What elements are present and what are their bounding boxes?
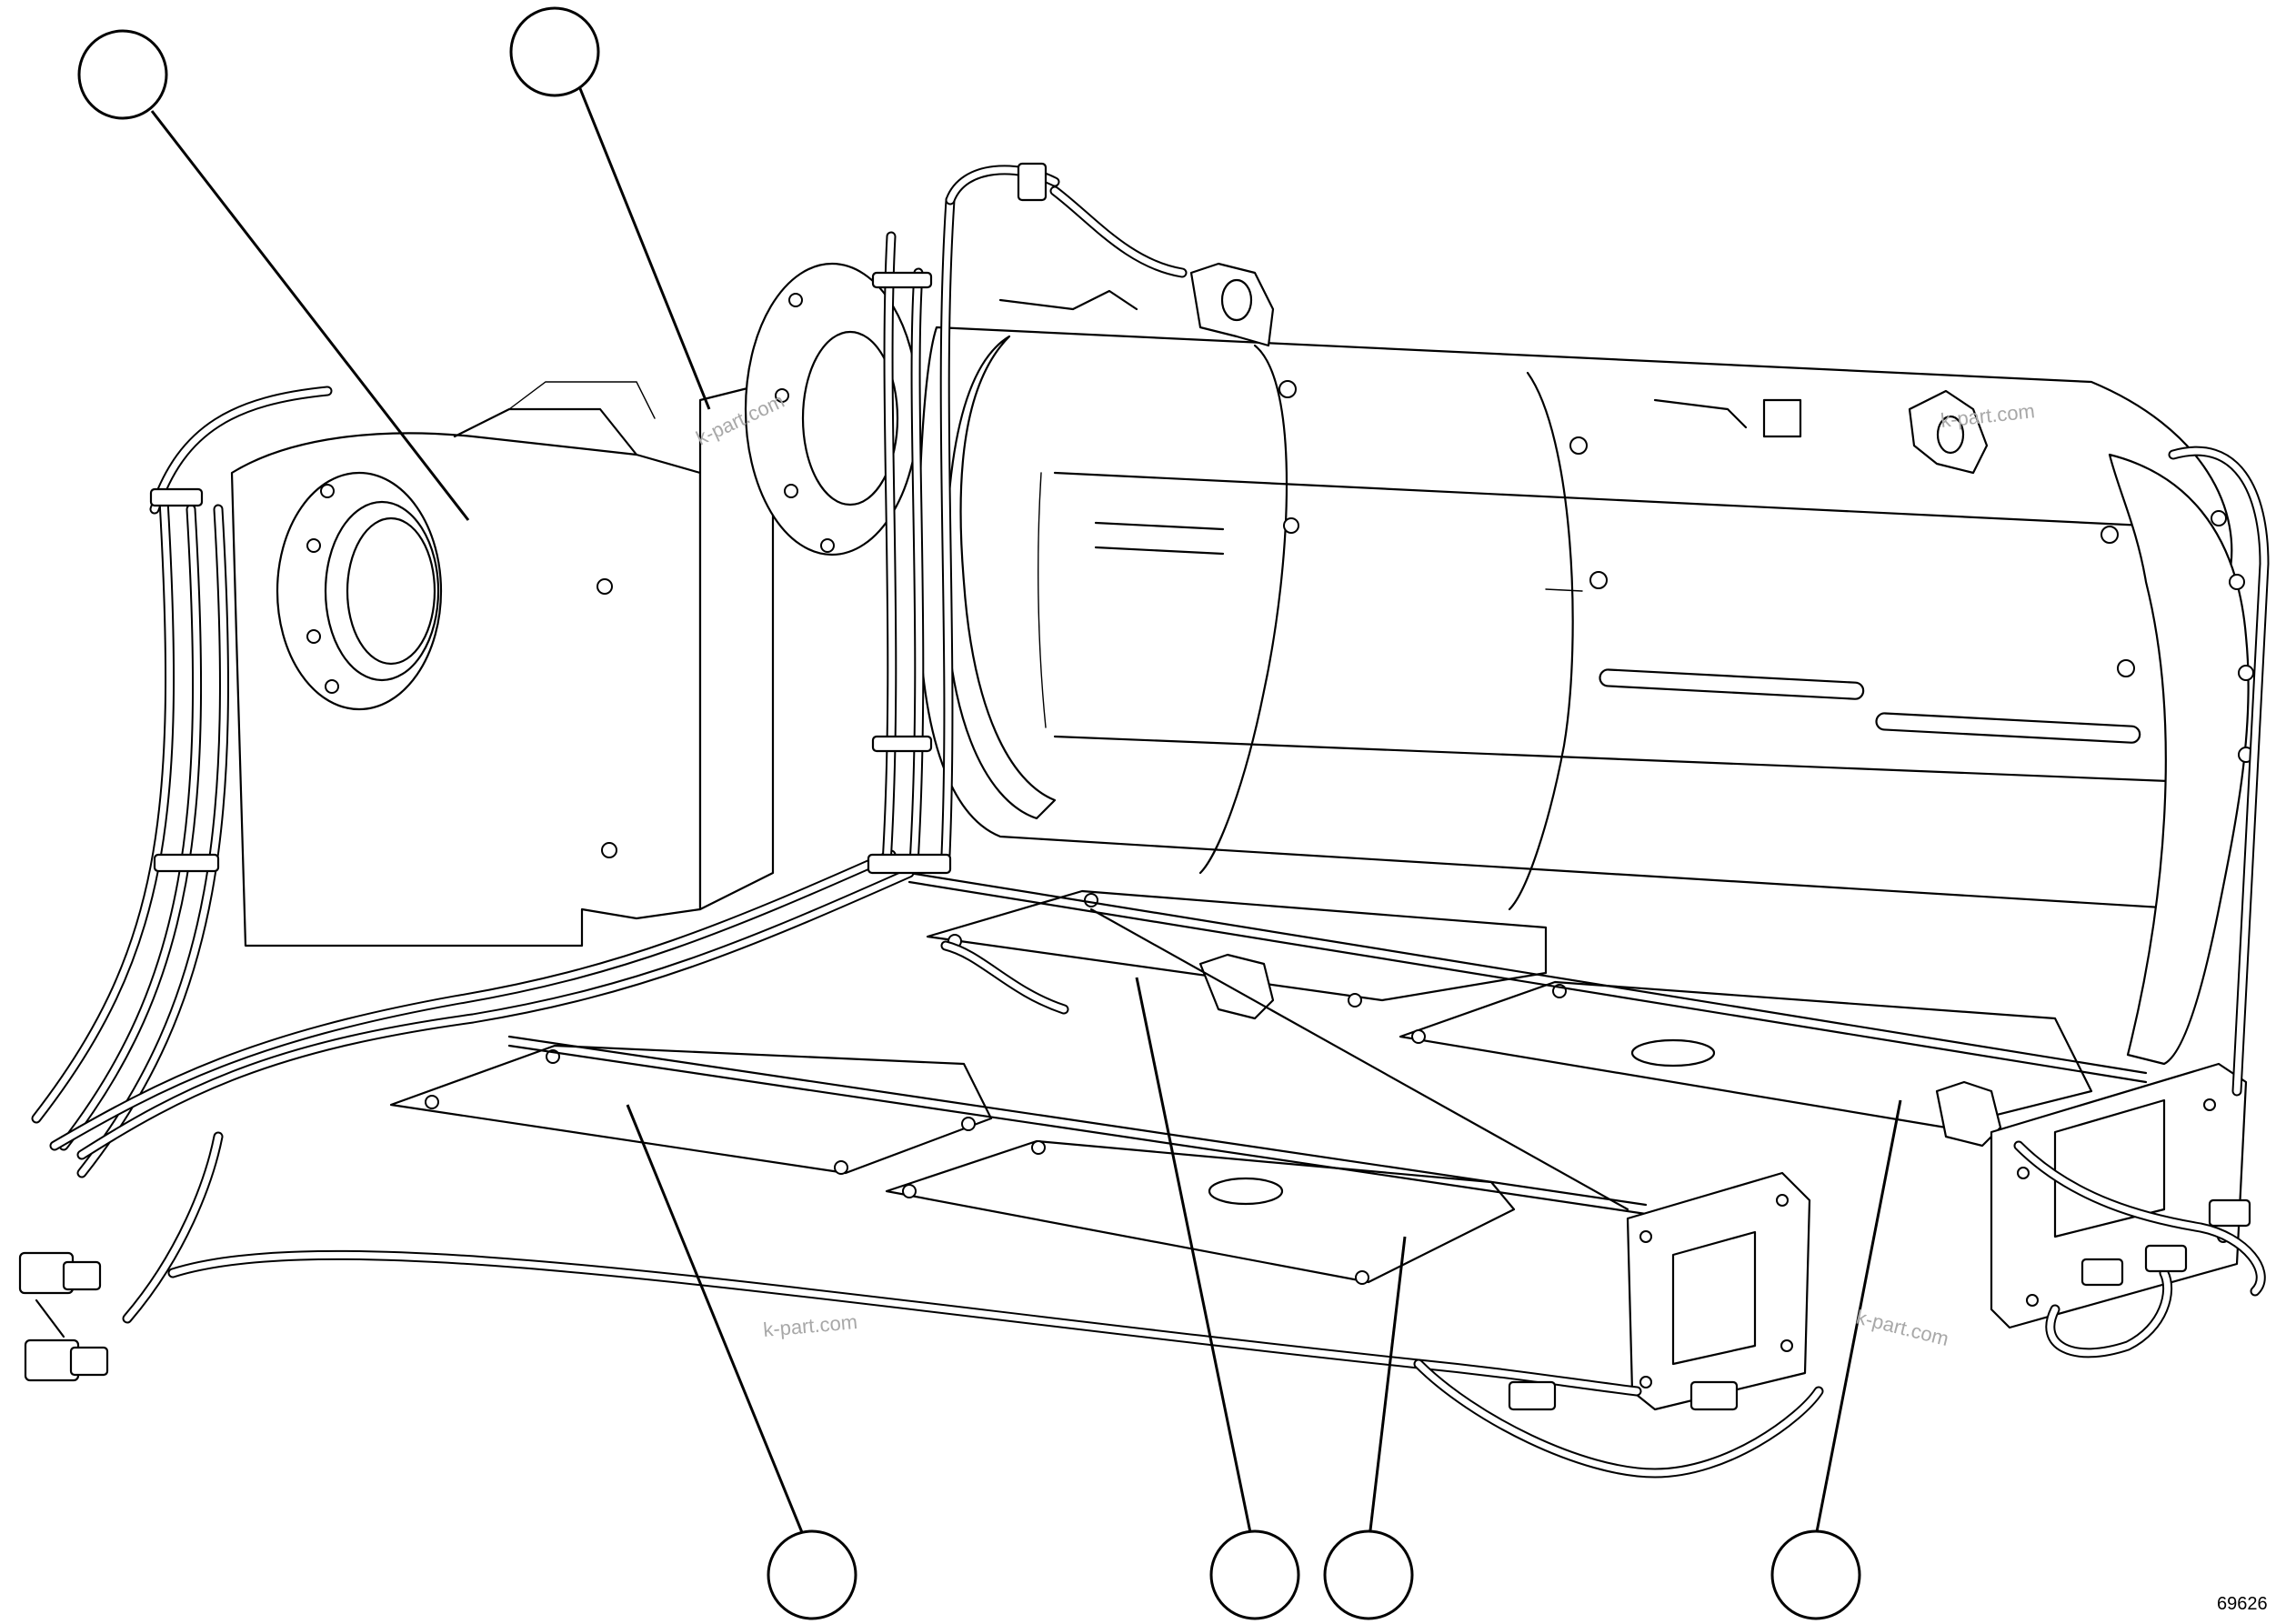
- watermark-3: k-part.com: [762, 1310, 858, 1341]
- callout-4: [1209, 1529, 1300, 1620]
- wiring-harness: [31, 162, 2270, 1479]
- connectors-left: [18, 1251, 109, 1382]
- frame-rails: [507, 871, 2148, 1216]
- callout-2: [509, 6, 600, 97]
- connectors-center: [1508, 1380, 1739, 1411]
- callout-1: [77, 29, 168, 120]
- connectors-right: [2080, 1198, 2251, 1287]
- lower-plates: [389, 889, 2093, 1285]
- watermark-4: k-part.com: [1854, 1306, 1951, 1350]
- callout-leaders: [150, 81, 1902, 1547]
- top-brackets: [998, 262, 1989, 475]
- sensor-box-center: [1626, 1171, 1811, 1411]
- main-cylinder: [744, 262, 2254, 1066]
- figure-id-label: 69626: [2217, 1594, 2268, 1614]
- left-housing: [230, 381, 702, 947]
- callout-6: [1770, 1529, 1861, 1620]
- callout-3: [767, 1529, 857, 1620]
- callout-5: [1323, 1529, 1414, 1620]
